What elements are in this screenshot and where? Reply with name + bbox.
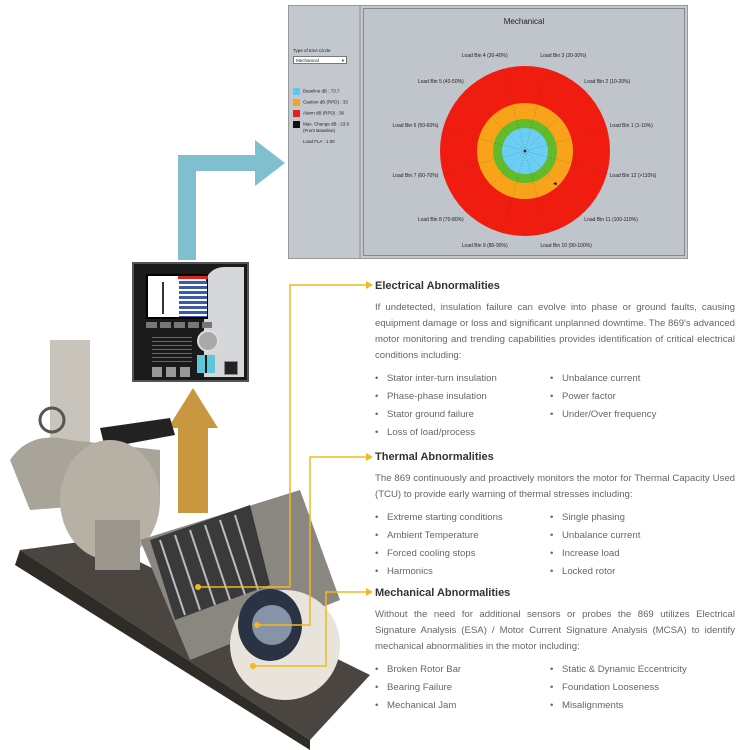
list-item: Static & Dynamic Eccentricity <box>550 661 725 679</box>
spoke <box>442 128 526 152</box>
section-thermal: Thermal Abnormalities The 869 continuous… <box>375 451 735 581</box>
list-item: Extreme starting conditions <box>375 509 550 527</box>
spoke <box>524 68 548 152</box>
load-fla: Load FLA : 1.00 <box>303 139 335 144</box>
spoke <box>502 68 526 152</box>
spoke <box>464 90 526 152</box>
list-item: Forced cooling stops <box>375 545 550 563</box>
load-bin-label: Load Bin 5 (40-50%) <box>417 78 464 85</box>
legend-alarm: Alarm dB (RPD) : 36 <box>293 110 344 117</box>
list-item: Foundation Looseness <box>550 679 725 697</box>
load-bin-label: Load Bin 6 (50-60%) <box>392 122 439 129</box>
max-change-marker <box>553 182 557 185</box>
section-title: Thermal Abnormalities <box>375 451 494 463</box>
section-electrical: Electrical Abnormalities If undetected, … <box>375 280 735 442</box>
relay-device <box>132 262 249 382</box>
section-text: If undetected, insulation failure can ev… <box>375 302 735 361</box>
list-item: Bearing Failure <box>375 679 550 697</box>
bullet-list: Single phasingUnbalance currentIncrease … <box>550 509 725 581</box>
list-item: Single phasing <box>550 509 725 527</box>
relay-navigation-pad <box>197 330 219 352</box>
list-item: Unbalance current <box>550 527 725 545</box>
section-title: Mechanical Abnormalities <box>375 587 511 599</box>
spoke <box>442 150 526 174</box>
spoke <box>464 150 526 212</box>
legend-baseline: Baseline dB : 73.7 <box>293 88 340 95</box>
list-item: Mechanical Jam <box>375 697 550 715</box>
load-bin-label: Load Bin 4 (30-40%) <box>461 53 508 60</box>
spoke <box>524 150 548 234</box>
relay-display <box>146 274 208 319</box>
list-item: Ambient Temperature <box>375 527 550 545</box>
bullet-list: Stator inter-turn insulationPhase-phase … <box>375 370 550 442</box>
callout-lines <box>195 281 373 669</box>
load-bin-label: Load Bin 3 (20-30%) <box>540 53 587 60</box>
esa-screenshot: Type of ESA Circle Mechanical ▾ Baseline… <box>288 5 688 259</box>
load-bin-label: Load Bin 2 (10-20%) <box>584 78 631 85</box>
load-bin-label: Load Bin 11 (100-110%) <box>584 217 638 224</box>
bullet-list: Extreme starting conditionsAmbient Tempe… <box>375 509 550 581</box>
chart-title: Mechanical <box>503 17 545 26</box>
section-text: Without the need for additional sensors … <box>375 609 735 652</box>
spoke <box>524 150 608 174</box>
bullet-list: Broken Rotor BarBearing FailureMechanica… <box>375 661 550 715</box>
chevron-down-icon: ▾ <box>341 58 344 63</box>
load-bin-label: Load Bin 10 (90-100%) <box>540 242 592 249</box>
load-bin-label: Load Bin 9 (80-90%) <box>461 242 508 249</box>
esa-type-dropdown[interactable]: Mechanical ▾ <box>293 56 347 64</box>
spoke <box>524 128 608 152</box>
list-item: Stator ground failure <box>375 406 550 424</box>
bullet-list: Unbalance currentPower factorUnder/Over … <box>550 370 725 442</box>
list-item: Stator inter-turn insulation <box>375 370 550 388</box>
list-item: Locked rotor <box>550 563 725 581</box>
valve-wheel-icon <box>38 406 66 434</box>
load-bin-label: Load Bin 7 (60-70%) <box>392 173 439 180</box>
list-item: Broken Rotor Bar <box>375 661 550 679</box>
dropdown-value: Mechanical <box>296 58 319 63</box>
esa-chart: Mechanical Load Bin 1 (1-10%) Load Bin 2 … <box>363 8 685 256</box>
section-mechanical: Mechanical Abnormalities Without the nee… <box>375 587 735 715</box>
spoke <box>524 90 586 152</box>
legend-caution: Caution dB (RPD) : 33 <box>293 99 348 106</box>
list-item: Unbalance current <box>550 370 725 388</box>
load-bin-label: Load Bin 1 (1-10%) <box>609 122 653 129</box>
legend-max-change: Max. Change dB : 23.9(From Baseline) <box>293 121 349 133</box>
list-item: Power factor <box>550 388 725 406</box>
polar-plot <box>440 66 610 236</box>
list-item: Phase-phase insulation <box>375 388 550 406</box>
section-text: The 869 continuously and proactively mon… <box>375 473 735 500</box>
list-item: Increase load <box>550 545 725 563</box>
list-item: Harmonics <box>375 563 550 581</box>
list-item: Misalignments <box>550 697 725 715</box>
esa-settings-pane: Type of ESA Circle Mechanical ▾ Baseline… <box>289 6 361 258</box>
spoke <box>502 150 526 234</box>
blue-arrow <box>178 140 285 260</box>
bullet-list: Static & Dynamic EccentricityFoundation … <box>550 661 725 715</box>
gold-arrow <box>168 388 218 513</box>
esa-type-label: Type of ESA Circle <box>293 48 331 53</box>
section-title: Electrical Abnormalities <box>375 280 500 292</box>
load-bin-label: Load Bin 8 (70-80%) <box>417 217 464 224</box>
load-bin-label: Load Bin 12 (>110%) <box>609 173 657 180</box>
list-item: Loss of load/process <box>375 424 550 442</box>
spoke <box>524 150 586 212</box>
list-item: Under/Over frequency <box>550 406 725 424</box>
